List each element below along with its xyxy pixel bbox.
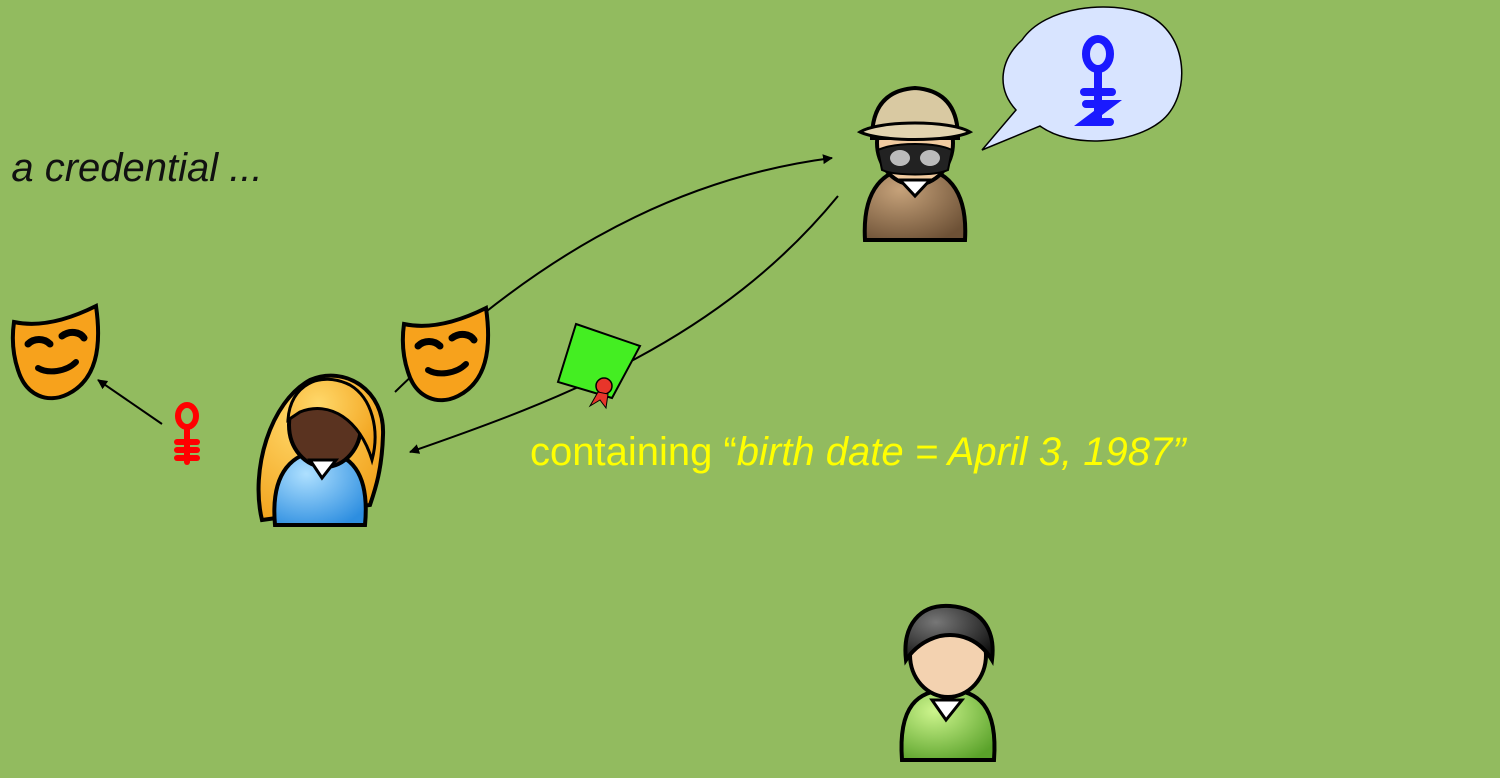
credential-document-icon [556, 322, 642, 410]
caption-prefix: containing “ [530, 430, 737, 474]
credential-caption: containing “birth date = April 3, 1987” [530, 430, 1186, 475]
secret-key-icon [174, 402, 200, 465]
arrow-key-to-mask [97, 379, 163, 425]
verifier-person-icon [899, 603, 997, 762]
user-person-icon [256, 373, 386, 527]
speech-bubble [981, 6, 1183, 151]
issuer-person-icon [856, 85, 974, 242]
public-key-icon [1074, 35, 1122, 126]
pseudonym-mask-icon [10, 302, 101, 400]
caption-attribute-value: birth date = April 3, 1987” [736, 430, 1186, 474]
arrow-issuer-to-user [409, 195, 839, 454]
slide-heading: g a credential ... [0, 146, 263, 190]
pseudonym-mask-icon [400, 304, 491, 402]
